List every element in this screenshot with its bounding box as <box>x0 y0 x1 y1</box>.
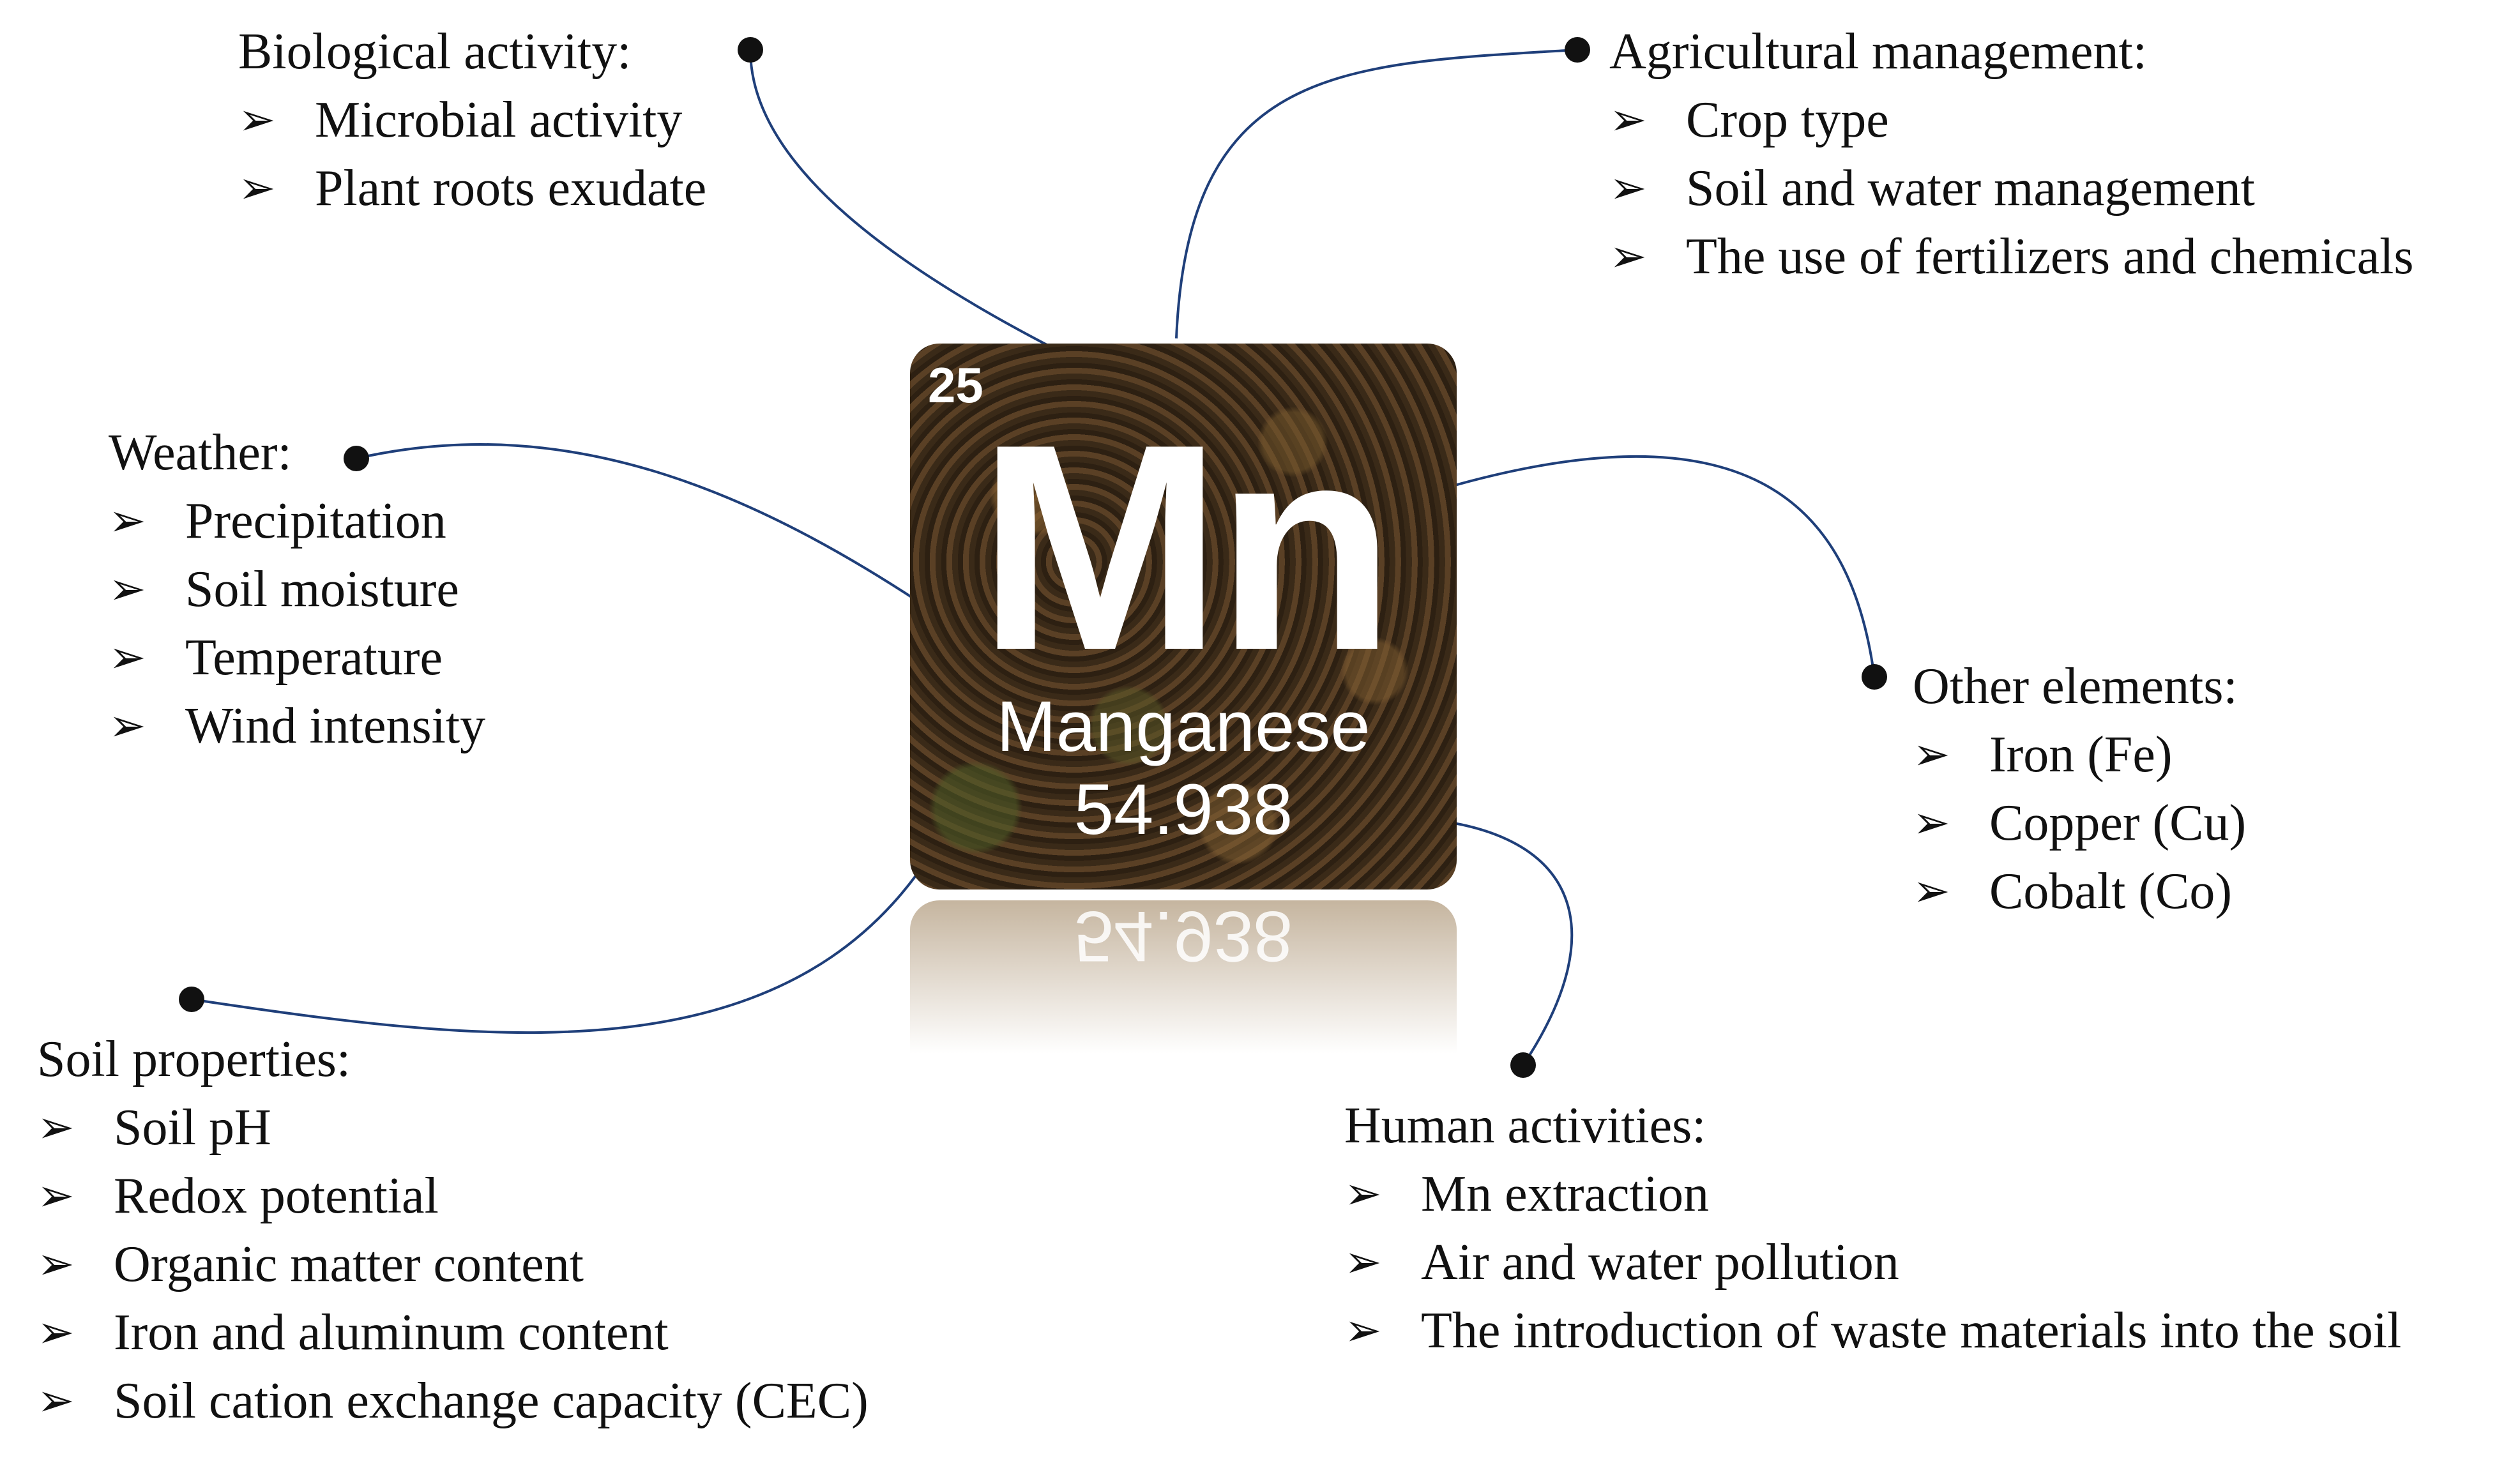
item-label: The use of fertilizers and chemicals <box>1686 229 2414 285</box>
item-list: ➢ Iron (Fe) ➢ Copper (Cu) ➢ Cobalt (Co) <box>1913 721 2246 926</box>
connector-agricultural <box>1175 49 1578 339</box>
atomic-number: 25 <box>928 357 983 413</box>
arrowhead-bullet-icon: ➢ <box>1609 232 1647 282</box>
group-other-elements: Other elements: ➢ Iron (Fe) ➢ Copper (Cu) … <box>1913 653 2246 926</box>
list-item: ➢ Precipitation <box>109 487 485 556</box>
item-label: Soil moisture <box>185 561 459 617</box>
group-title: Agricultural management: <box>1609 24 2147 80</box>
list-item: ➢ Soil cation exchange capacity (CEC) <box>37 1367 869 1435</box>
list-item: ➢ Iron and aluminum content <box>37 1299 869 1367</box>
arrowhead-bullet-icon: ➢ <box>37 1240 75 1289</box>
group-soil-properties: Soil properties: ➢ Soil pH ➢ Redox potenti… <box>37 1026 869 1435</box>
group-title: Other elements: <box>1913 658 2238 715</box>
list-item: ➢ Air and water pollution <box>1344 1229 2401 1297</box>
arrowhead-bullet-icon: ➢ <box>238 164 276 213</box>
list-item: ➢ Iron (Fe) <box>1913 721 2246 789</box>
tile-reflection: 54.938 <box>910 900 1457 1054</box>
group-agricultural-management: Agricultural management: ➢ Crop type ➢ Soi… <box>1609 18 2414 291</box>
arrowhead-bullet-icon: ➢ <box>1913 867 1950 916</box>
arrowhead-bullet-icon: ➢ <box>37 1377 75 1426</box>
arrowhead-bullet-icon: ➢ <box>109 565 146 614</box>
list-item: ➢ Plant roots exudate <box>238 155 706 223</box>
list-item: ➢ Soil moisture <box>109 556 485 624</box>
item-list: ➢ Soil pH ➢ Redox potential ➢ Organic matte… <box>37 1094 869 1435</box>
item-label: Air and water pollution <box>1421 1234 1899 1291</box>
item-label: Cobalt (Co) <box>1989 863 2232 920</box>
item-label: Wind intensity <box>185 698 486 754</box>
element-tile: 25 Mn Manganese 54.938 <box>910 344 1457 889</box>
item-label: Precipitation <box>185 493 446 549</box>
item-label: Crop type <box>1686 92 1889 148</box>
dot-other <box>1862 664 1887 690</box>
list-item: ➢ Cobalt (Co) <box>1913 858 2246 926</box>
item-label: Iron (Fe) <box>1989 727 2173 783</box>
dot-biological <box>738 37 763 63</box>
arrowhead-bullet-icon: ➢ <box>1344 1306 1382 1356</box>
item-list: ➢ Crop type ➢ Soil and water management ➢ T… <box>1609 86 2414 291</box>
arrowhead-bullet-icon: ➢ <box>37 1308 75 1358</box>
group-title: Human activities: <box>1344 1098 1706 1154</box>
connector-other <box>1392 455 1876 678</box>
group-title: Weather: <box>109 425 292 481</box>
item-label: Soil and water management <box>1686 160 2255 216</box>
item-label: Iron and aluminum content <box>114 1305 669 1361</box>
dot-human <box>1510 1052 1536 1078</box>
arrowhead-bullet-icon: ➢ <box>109 702 146 751</box>
arrowhead-bullet-icon: ➢ <box>1913 799 1950 848</box>
list-item: ➢ Crop type <box>1609 86 2414 155</box>
item-label: Mn extraction <box>1421 1166 1709 1222</box>
list-item: ➢ Organic matter content <box>37 1230 869 1299</box>
arrowhead-bullet-icon: ➢ <box>109 633 146 683</box>
element-symbol: Mn <box>977 384 1395 711</box>
item-label: Redox potential <box>114 1168 439 1224</box>
item-label: Soil cation exchange capacity (CEC) <box>114 1373 869 1429</box>
connector-biological <box>749 49 1125 384</box>
arrowhead-bullet-icon: ➢ <box>238 96 276 145</box>
list-item: ➢ Redox potential <box>37 1162 869 1230</box>
group-title: Biological activity: <box>238 24 632 80</box>
list-item: ➢ The use of fertilizers and chemicals <box>1609 223 2414 291</box>
reflected-atomic-mass: 54.938 <box>1074 900 1293 976</box>
connector-human <box>1398 816 1574 1066</box>
dot-agricultural <box>1565 37 1590 63</box>
dot-soil <box>179 987 204 1012</box>
arrowhead-bullet-icon: ➢ <box>1609 96 1647 145</box>
item-label: Copper (Cu) <box>1989 795 2247 851</box>
item-label: Soil pH <box>114 1100 271 1156</box>
list-item: ➢ The introduction of waste materials int… <box>1344 1297 2401 1365</box>
group-biological-activity: Biological activity: ➢ Microbial activity… <box>238 18 706 223</box>
item-list: ➢ Microbial activity ➢ Plant roots exudate <box>238 86 706 223</box>
connector-soil <box>191 798 962 1034</box>
atomic-mass: 54.938 <box>1074 769 1293 849</box>
group-human-activities: Human activities: ➢ Mn extraction ➢ Air an… <box>1344 1092 2401 1365</box>
arrowhead-bullet-icon: ➢ <box>37 1172 75 1221</box>
arrowhead-bullet-icon: ➢ <box>37 1103 75 1153</box>
item-label: Organic matter content <box>114 1236 584 1292</box>
list-item: ➢ Microbial activity <box>238 86 706 155</box>
item-label: Microbial activity <box>315 92 683 148</box>
list-item: ➢ Mn extraction <box>1344 1160 2401 1229</box>
arrowhead-bullet-icon: ➢ <box>1344 1170 1382 1219</box>
element-name: Manganese <box>996 686 1370 766</box>
item-list: ➢ Precipitation ➢ Soil moisture ➢ Temperatu… <box>109 487 485 761</box>
list-item: ➢ Soil and water management <box>1609 155 2414 223</box>
arrowhead-bullet-icon: ➢ <box>1913 730 1950 780</box>
item-list: ➢Mn extraction ➢Air and water pollution … <box>1344 1160 2401 1365</box>
arrowhead-bullet-icon: ➢ <box>1344 1238 1382 1287</box>
list-item: ➢ Soil pH <box>37 1094 869 1162</box>
arrowhead-bullet-icon: ➢ <box>109 497 146 546</box>
list-item: ➢ Temperature <box>109 624 485 692</box>
item-label: Plant roots exudate <box>315 160 707 216</box>
arrowhead-bullet-icon: ➢ <box>1609 164 1647 213</box>
dot-weather <box>344 446 369 471</box>
list-item: ➢ Copper (Cu) <box>1913 789 2246 858</box>
connector-weather <box>356 443 946 621</box>
item-label: The introduction of waste materials into… <box>1421 1303 2402 1359</box>
group-title: Soil properties: <box>37 1031 351 1087</box>
item-label: Temperature <box>185 630 443 686</box>
group-weather: Weather: ➢ Precipitation ➢ Soil moisture ➢… <box>109 419 485 761</box>
list-item: ➢ Wind intensity <box>109 692 485 761</box>
